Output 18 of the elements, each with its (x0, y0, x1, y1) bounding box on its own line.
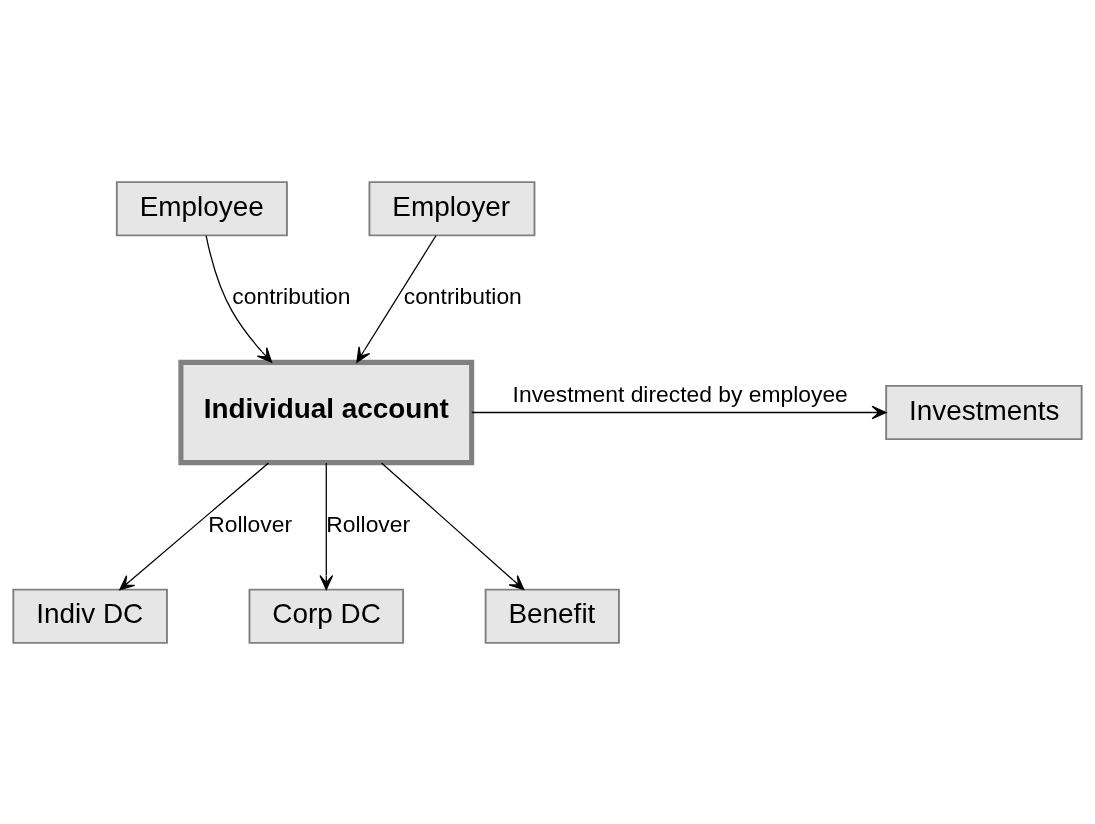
node-box: Corp DC (248, 588, 405, 644)
arrow (356, 234, 437, 363)
edge-label: contribution (232, 282, 351, 309)
node-box: Employer (368, 180, 536, 236)
edge-label: Investment directed by employee (512, 380, 848, 407)
arrow (471, 405, 887, 419)
arrow (380, 461, 525, 590)
node-box: Benefit (484, 588, 620, 644)
arrow (319, 461, 334, 590)
node-box: Indiv DC (12, 588, 168, 644)
edge-label: contribution (403, 282, 522, 309)
arrow (205, 234, 273, 363)
node-box: Individual account (178, 359, 475, 465)
node-box: Employee (115, 180, 288, 236)
edge-label: Rollover (326, 510, 411, 537)
node-box: Investments (885, 384, 1083, 440)
arrow (119, 461, 270, 590)
edge-label: Rollover (208, 510, 293, 537)
